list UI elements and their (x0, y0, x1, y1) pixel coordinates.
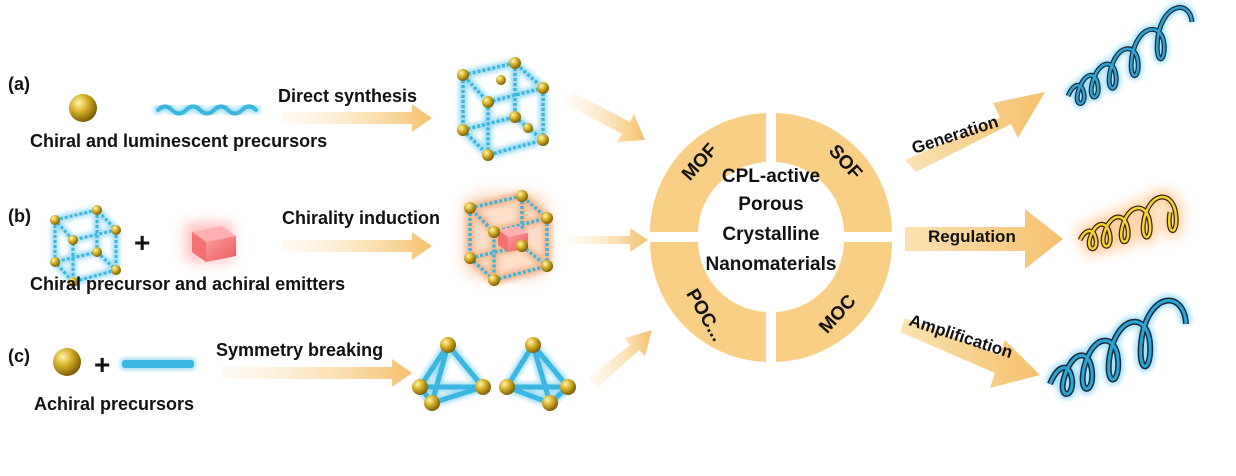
row-a-tag: (a) (8, 74, 30, 94)
achiral-rod-linker (120, 358, 196, 370)
row-c-method: Symmetry breaking (216, 340, 383, 360)
achiral-sphere (53, 348, 81, 376)
arrow-c-to-center (588, 330, 652, 388)
row-c-caption: Achiral precursors (34, 394, 194, 414)
row-c-tag: (c) (8, 346, 30, 366)
row-b-method: Chirality induction (282, 208, 440, 228)
plus-sign-c: + (94, 349, 110, 380)
ring-segment-moc (776, 242, 892, 362)
tetrahedron-right (499, 337, 576, 411)
ring-segment-mof (650, 113, 766, 232)
ring-segment-poc (649, 242, 766, 362)
framework-cube-a (457, 57, 549, 161)
center-line-3: Crystalline (722, 224, 819, 245)
center-line-2: Porous (738, 194, 803, 215)
plus-sign-b: + (134, 227, 150, 258)
row-b-caption: Chiral precursor and achiral emitters (30, 274, 345, 294)
arrow-a-to-center (565, 92, 645, 142)
chiral-precursor-cube (50, 205, 121, 287)
center-line-4: Nanomaterials (706, 254, 837, 275)
helix-regulation (1073, 190, 1184, 256)
luminescent-linker-wave (153, 102, 261, 118)
achiral-emitter-block (185, 222, 236, 262)
row-a-method: Direct synthesis (278, 86, 417, 106)
row-b-tag: (b) (8, 206, 31, 226)
tetrahedron-left (412, 337, 491, 411)
ring-segment-sof (776, 113, 892, 232)
helix-generation (1063, 2, 1197, 109)
row-c-arrow (222, 359, 412, 387)
arrow-regulation (905, 209, 1063, 269)
helix-amplification (1044, 294, 1192, 400)
arrow-generation (905, 92, 1045, 172)
row-a-caption: Chiral and luminescent precursors (30, 131, 327, 151)
center-line-1: CPL-active (722, 166, 820, 187)
row-b-arrow (282, 232, 432, 260)
framework-cube-b (462, 190, 553, 286)
arrow-amplification (900, 318, 1040, 388)
row-a-arrow (282, 104, 432, 132)
center-ring (649, 113, 892, 362)
output-regulation: Regulation (928, 227, 1016, 246)
arrow-b-to-center (568, 228, 648, 252)
chiral-precursor-sphere (69, 94, 97, 122)
